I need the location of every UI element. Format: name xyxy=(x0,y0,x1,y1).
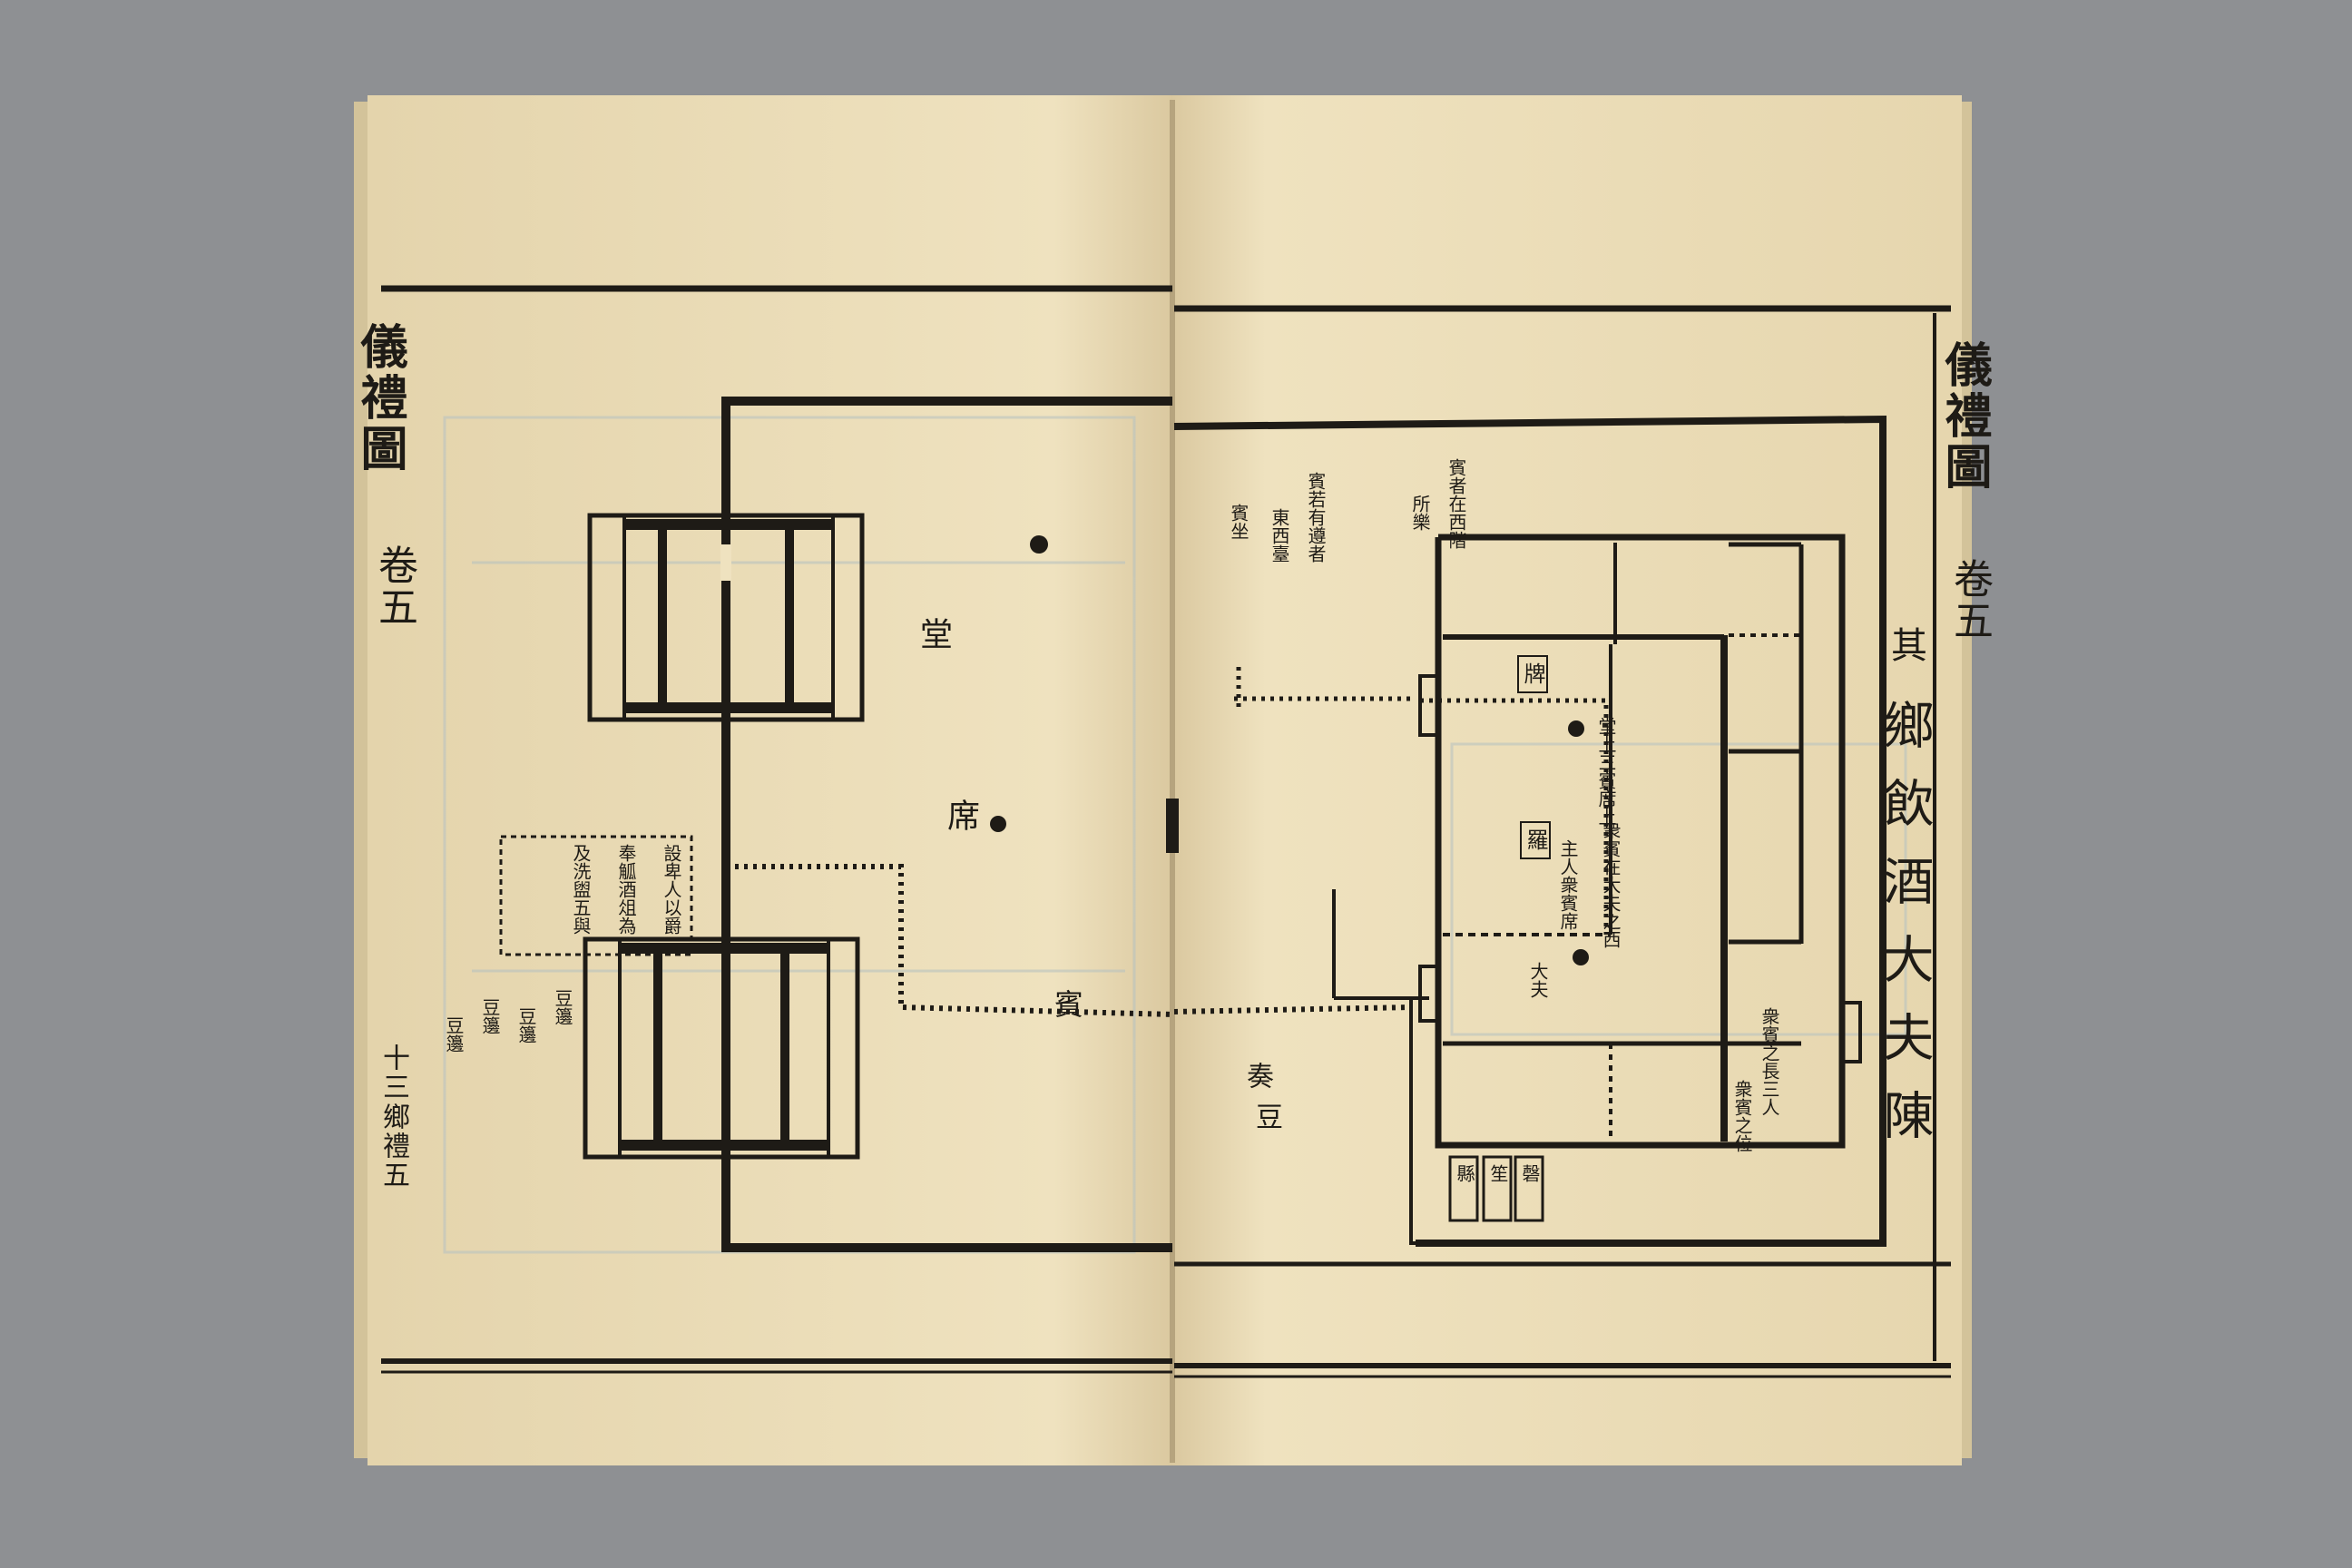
gutter-mark xyxy=(1166,799,1179,853)
bottom-label: 豆 xyxy=(1250,1102,1282,1132)
note-line: 設卑人以爵 xyxy=(661,844,682,935)
note-right: 衆賓之長三人 xyxy=(1759,1007,1780,1116)
chapter-title: 鄉飲酒大夫陳 xyxy=(1875,699,1934,1167)
note-mid: 主人衆賓席 xyxy=(1557,839,1579,930)
left-folio-section: 鄉禮五 xyxy=(377,1102,409,1190)
mark-dot xyxy=(990,816,1006,832)
left-spine-volume: 卷五 xyxy=(371,544,417,628)
bottom-box-label: 磬 xyxy=(1519,1164,1541,1182)
boxed-label: 羅 xyxy=(1520,821,1551,859)
right-page xyxy=(1171,95,1962,1465)
note-top: 賓者在西階 xyxy=(1446,458,1467,549)
note-top: 所樂 xyxy=(1409,495,1431,531)
note-top: 賓坐 xyxy=(1228,504,1250,540)
right-diagram xyxy=(1173,415,1886,1247)
bottom-box-label: 縣 xyxy=(1454,1164,1475,1182)
mark-dot xyxy=(1573,949,1589,965)
note-mid: 大夫 xyxy=(1527,962,1549,998)
mark-dot xyxy=(1030,535,1048,554)
note-lower: 豆籩 xyxy=(552,989,573,1025)
bottom-label: 奏 xyxy=(1241,1062,1273,1091)
frame-rules xyxy=(381,285,1951,1378)
note-top: 東西臺 xyxy=(1269,508,1290,563)
boxed-label: 牌 xyxy=(1517,655,1548,693)
note-top: 賓若有遵者 xyxy=(1305,472,1327,563)
note-lower: 豆籩 xyxy=(479,998,501,1034)
note-line: 及洗盥五與 xyxy=(570,844,592,935)
left-diagram xyxy=(499,397,1173,1252)
right-spine-volume: 卷五 xyxy=(1946,558,1993,642)
left-page xyxy=(368,95,1175,1465)
note-lower: 豆籩 xyxy=(515,1007,537,1044)
right-spine-title: 儀禮圖 xyxy=(1936,340,1992,493)
left-spine-title: 儀禮圖 xyxy=(352,322,407,475)
left-bottom-note: 賓 xyxy=(1050,989,1084,1020)
note-right: 衆賓之位 xyxy=(1731,1080,1753,1152)
note-lower: 豆籩 xyxy=(443,1016,465,1053)
left-folio: 十三 xyxy=(377,1044,409,1102)
note-mid: 堂上三賓席上 xyxy=(1595,717,1617,826)
chapter-sub: 其 xyxy=(1885,626,1926,664)
seat-label: 席 xyxy=(942,799,979,833)
hall-label: 堂 xyxy=(915,617,952,652)
note-mid: 衆賓在大夫之西 xyxy=(1600,821,1622,948)
note-line: 奉觚酒俎為 xyxy=(615,844,637,935)
bottom-box-label: 笙 xyxy=(1487,1164,1509,1182)
mark-dot xyxy=(1568,720,1584,737)
